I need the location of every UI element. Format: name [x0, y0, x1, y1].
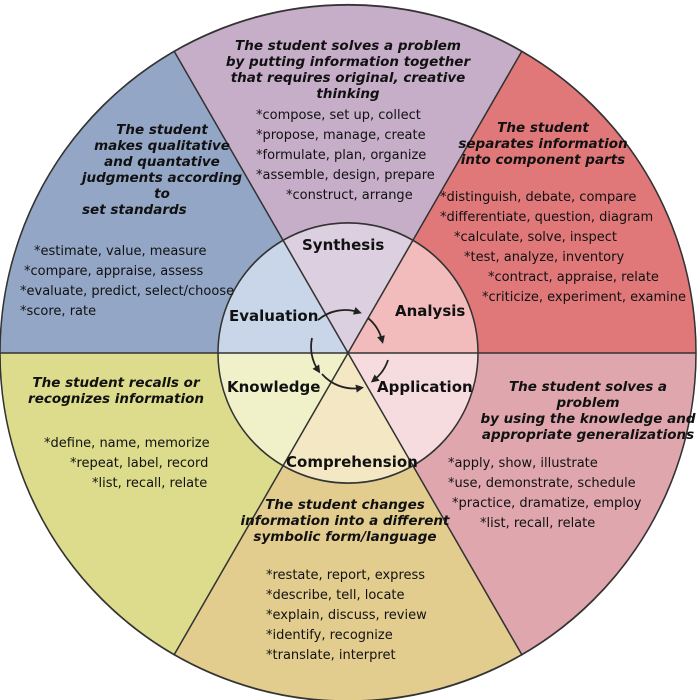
- comprehension-description: The student changes information into a d…: [240, 497, 450, 545]
- application-description: The student solves a problem by using th…: [480, 379, 696, 443]
- arrow-icon: [321, 373, 364, 393]
- arrow-icon: [370, 359, 389, 383]
- synthesis-verbs: *compose, set up, collect *propose, mana…: [256, 108, 435, 203]
- knowledge-description: The student recalls or recognizes inform…: [28, 375, 204, 407]
- arrow-icon: [367, 317, 385, 344]
- arrow-icon: [310, 337, 321, 374]
- evaluation-description: The student makes qualitative and quanta…: [81, 122, 243, 218]
- comprehension-verbs: *restate, report, express *describe, tel…: [266, 568, 427, 663]
- level-label-synthesis: Synthesis: [302, 236, 385, 254]
- divider-line: [173, 50, 523, 656]
- cycle-arrows: [310, 306, 389, 393]
- level-label-application: Application: [377, 378, 473, 396]
- synthesis-description: The student solves a problem by putting …: [225, 38, 471, 102]
- level-label-evaluation: Evaluation: [229, 307, 319, 325]
- analysis-description: The student separates information into c…: [458, 120, 628, 168]
- level-label-analysis: Analysis: [395, 302, 466, 320]
- knowledge-verbs: *define, name, memorize *repeat, label, …: [44, 436, 210, 491]
- arrow-icon: [317, 306, 362, 321]
- application-verbs: *apply, show, illustrate *use, demonstra…: [448, 456, 642, 531]
- level-label-knowledge: Knowledge: [227, 378, 321, 396]
- analysis-verbs: *distinguish, debate, compare *different…: [440, 190, 687, 305]
- level-label-comprehension: Comprehension: [286, 453, 418, 471]
- evaluation-verbs: *estimate, value, measure *compare, appr…: [20, 244, 235, 319]
